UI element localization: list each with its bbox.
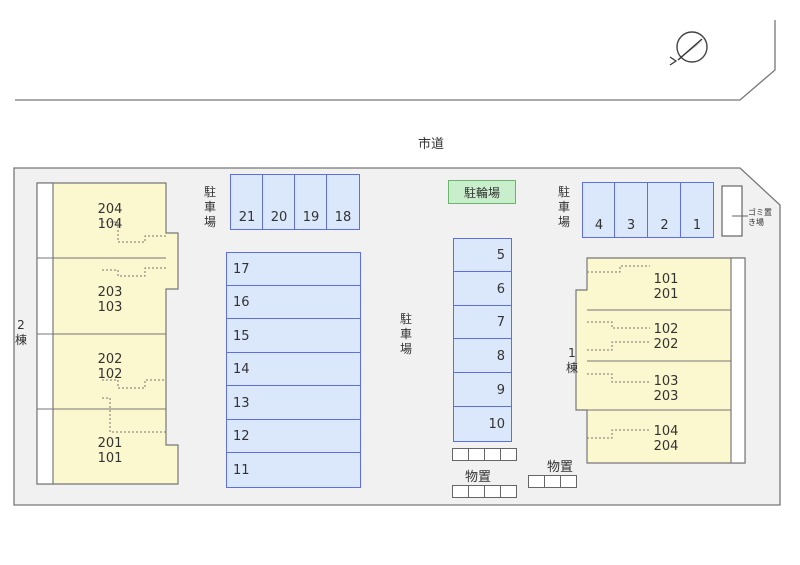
parking-space: 3	[614, 182, 648, 238]
parking-space: 18	[326, 174, 360, 230]
parking-space: 21	[230, 174, 264, 230]
trash-area	[721, 185, 743, 237]
parking-label-left: 駐車場	[203, 185, 216, 229]
parking-space: 7	[453, 305, 512, 340]
parking-space: 11	[226, 452, 361, 488]
parking-space: 8	[453, 338, 512, 374]
road-edge	[15, 20, 776, 101]
parking-space: 13	[226, 385, 361, 421]
storage-label-right: 物置	[547, 460, 574, 475]
parking-space: 4	[582, 182, 616, 238]
parking-space: 6	[453, 271, 512, 307]
storage-box	[468, 448, 485, 461]
bike-parking: 駐輪場	[448, 180, 516, 204]
storage-box	[468, 485, 485, 498]
parking-space: 9	[453, 372, 512, 408]
building-1-balcony	[730, 257, 746, 464]
parking-space: 15	[226, 318, 361, 354]
bike-parking-label: 駐輪場	[463, 185, 500, 200]
storage-box	[500, 485, 517, 498]
parking-space: 19	[294, 174, 328, 230]
parking-label-center: 駐車場	[399, 312, 412, 356]
storage-box	[484, 485, 501, 498]
parking-space: 17	[226, 252, 361, 287]
parking-space: 14	[226, 352, 361, 387]
storage-label-center: 物置	[465, 470, 492, 485]
parking-space: 5	[453, 238, 512, 273]
trash-label: ゴミ置き場	[748, 208, 772, 227]
road-label: 市道	[418, 137, 445, 152]
storage-box	[484, 448, 501, 461]
building-1-label: 1棟	[565, 346, 578, 375]
storage-box	[560, 475, 577, 488]
storage-box	[500, 448, 517, 461]
compass-icon	[669, 31, 708, 66]
parking-space: 1	[680, 182, 714, 238]
parking-space: 2	[647, 182, 682, 238]
parking-label-right: 駐車場	[557, 185, 570, 229]
storage-box	[544, 475, 561, 488]
parking-space: 12	[226, 419, 361, 454]
building-2-label: 2棟	[14, 318, 27, 347]
storage-box	[452, 485, 469, 498]
parking-space: 20	[262, 174, 296, 230]
storage-box	[452, 448, 469, 461]
storage-box	[528, 475, 545, 488]
parking-space: 16	[226, 285, 361, 320]
parking-space: 10	[453, 406, 512, 442]
